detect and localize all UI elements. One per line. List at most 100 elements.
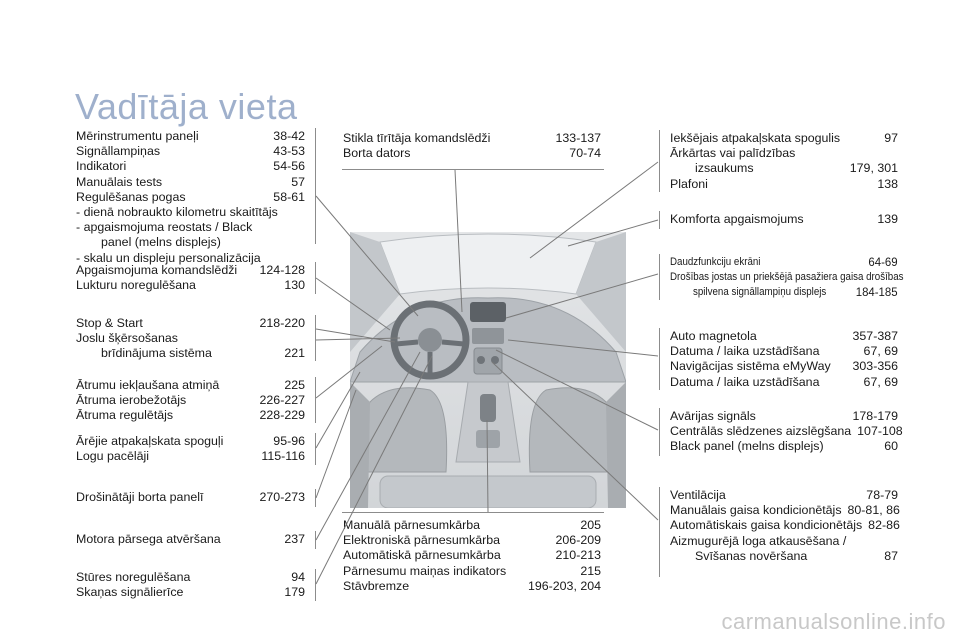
entry-label: Skaņas signālierīce — [76, 585, 184, 600]
entry-label: Lukturu noregulēšana — [76, 278, 196, 293]
index-entry: brīdinājuma sistēma 221 — [76, 346, 305, 361]
entry-pages — [892, 534, 898, 549]
entry-label: Daudzfunkciju ekrāni — [670, 256, 761, 268]
index-entry: Aizmugurējā loga atkausēšana / — [670, 534, 898, 549]
entry-label: - skalu un displeju personalizācija — [76, 250, 261, 265]
entry-label: Black panel (melns displejs) — [670, 439, 824, 454]
index-entry: Drošības jostas un priekšējā pasažiera g… — [670, 270, 903, 285]
entry-label: Apgaismojuma komandslēdži — [76, 263, 238, 277]
entry-label: Navigācijas sistēma eMyWay — [670, 359, 831, 374]
entry-label: Stikla tīrītāja komandslēdži — [343, 131, 491, 145]
entry-label: Ārkārtas vai palīdzības — [670, 146, 796, 161]
entry-label: - dienā nobraukto kilometru skaitītājs — [76, 205, 278, 220]
entry-pages: 179 — [284, 585, 305, 600]
entry-label: Svīšanas novēršana — [695, 548, 808, 563]
left-bracket — [315, 377, 316, 423]
entry-pages: 357-387 — [852, 329, 898, 343]
entry-label: brīdinājuma sistēma — [101, 346, 212, 361]
entry-pages: 218-220 — [259, 316, 305, 330]
entry-label: Stūres noregulēšana — [76, 570, 191, 584]
entry-label: Drošinātāji borta panelī — [76, 490, 204, 504]
index-entry: Mērinstrumentu paneļi 38-42 — [76, 129, 305, 144]
entry-label: Joslu šķērsošanas — [76, 331, 178, 346]
entry-label: Signāllampiņas — [76, 144, 161, 159]
entry-pages: 54-56 — [273, 159, 305, 174]
entry-pages: 82-86 — [868, 518, 900, 533]
entry-label: Borta dators — [343, 146, 411, 161]
entry-pages — [299, 235, 305, 250]
watermark: carmanualsonline.info — [721, 609, 946, 634]
entry-label: Automātiskais gaisa kondicionētājs — [670, 518, 863, 533]
index-entry: Automātiskais gaisa kondicionētājs 82-86 — [670, 518, 900, 533]
index-entry: Svīšanas novēršana 87 — [670, 549, 898, 564]
entry-pages: 38-42 — [273, 129, 305, 143]
entry-pages — [892, 146, 898, 161]
entry-pages: 184-185 — [855, 285, 898, 300]
entry-label: Drošības jostas un priekšējā pasažiera g… — [670, 271, 904, 284]
entry-pages: 206-209 — [555, 533, 601, 548]
entry-pages — [903, 270, 909, 285]
entry-label: Plafoni — [670, 176, 708, 191]
entry-pages: 139 — [877, 212, 898, 226]
entry-label: Datuma / laika uzstādīšana — [670, 374, 820, 389]
entry-pages: 237 — [284, 532, 305, 546]
entry-label: izsaukums — [695, 161, 754, 176]
index-entry: Skaņas signālierīce 179 — [76, 585, 305, 600]
entry-pages: 87 — [884, 548, 898, 563]
entry-pages: 130 — [284, 278, 305, 293]
index-entry: - dienā nobraukto kilometru skaitītājs — [76, 205, 305, 220]
entry-pages: 78-79 — [866, 488, 898, 502]
left-bracket — [315, 489, 316, 507]
entry-pages: 205 — [580, 518, 601, 532]
left-bracket — [315, 569, 316, 601]
entry-label: Manuālā pārnesumkārba — [343, 518, 481, 532]
index-entry: Komforta apgaismojums 139 — [670, 212, 898, 227]
index-entry: - skalu un displeju personalizācija — [76, 251, 305, 266]
entry-pages: 228-229 — [259, 408, 305, 423]
entry-pages: 58-61 — [273, 189, 305, 204]
entry-label: Mērinstrumentu paneļi — [76, 129, 199, 143]
center-top-rule — [342, 169, 604, 170]
entry-label: Aizmugurējā loga atkausēšana / — [670, 533, 847, 548]
entry-pages: 115-116 — [261, 449, 305, 464]
entry-label: Indikatori — [76, 159, 127, 174]
entry-label: Komforta apgaismojums — [670, 212, 804, 226]
entry-label: Avārijas signāls — [670, 409, 756, 423]
entry-pages: 60 — [884, 439, 898, 454]
entry-pages: 80-81, 86 — [847, 503, 900, 518]
right-bracket — [659, 408, 660, 456]
entry-pages: 221 — [284, 346, 305, 361]
entry-pages — [299, 331, 305, 346]
entry-label: Logu pacēlāji — [76, 449, 150, 464]
entry-pages: 215 — [580, 563, 601, 578]
entry-pages: 107-108 — [857, 424, 903, 439]
